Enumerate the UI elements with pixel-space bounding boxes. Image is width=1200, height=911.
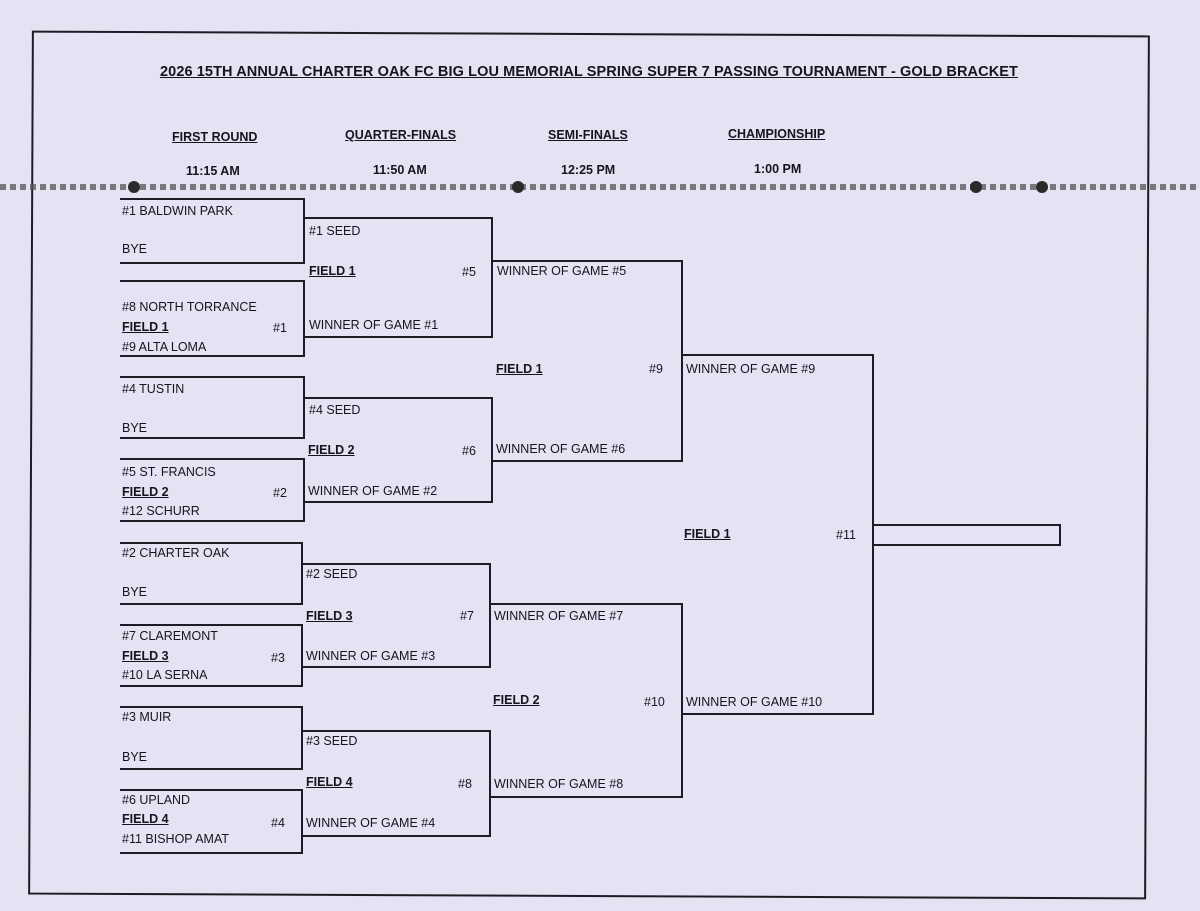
bracket-line xyxy=(120,542,303,605)
field-label: FIELD 3 xyxy=(122,649,169,663)
team-slot: #11 BISHOP AMAT xyxy=(122,832,229,846)
game-number: #6 xyxy=(462,444,476,458)
team-slot: #1 SEED xyxy=(309,224,361,238)
team-slot: WINNER OF GAME #8 xyxy=(494,777,624,791)
punch-hole xyxy=(970,181,982,193)
bracket-line xyxy=(302,730,491,837)
round-time-quarter-finals: 11:50 AM xyxy=(373,163,427,177)
team-slot: #2 SEED xyxy=(306,567,358,581)
field-label: FIELD 3 xyxy=(306,609,353,623)
round-header-quarter-finals: QUARTER-FINALS xyxy=(345,128,457,142)
team-slot: #2 CHARTER OAK xyxy=(122,546,230,560)
round-header-championship: CHAMPIONSHIP xyxy=(728,127,826,141)
perforation-line xyxy=(0,184,1200,190)
round-time-first-round: 11:15 AM xyxy=(186,164,240,178)
round-header-first-round: FIRST ROUND xyxy=(172,130,258,144)
field-label: FIELD 1 xyxy=(309,264,356,278)
team-slot: #10 LA SERNA xyxy=(122,668,208,682)
team-slot: BYE xyxy=(122,421,148,435)
game-number: #10 xyxy=(644,695,665,709)
game-number: #3 xyxy=(271,651,285,665)
game-number: #9 xyxy=(649,362,663,376)
bracket-line xyxy=(120,198,305,264)
round-time-championship: 1:00 PM xyxy=(754,162,802,176)
bracket-line xyxy=(304,397,493,503)
punch-hole xyxy=(512,181,524,193)
team-slot: WINNER OF GAME #7 xyxy=(494,609,624,623)
bracket-line xyxy=(120,280,305,357)
champion-box xyxy=(872,524,1061,546)
team-slot: #9 ALTA LOMA xyxy=(122,340,207,354)
team-slot: #5 ST. FRANCIS xyxy=(122,465,216,479)
bracket-line xyxy=(304,217,493,338)
field-label: FIELD 2 xyxy=(493,693,540,707)
bracket-line xyxy=(120,624,303,687)
team-slot: WINNER OF GAME #1 xyxy=(309,318,439,332)
team-slot: WINNER OF GAME #3 xyxy=(306,649,436,663)
field-label: FIELD 4 xyxy=(122,812,169,826)
team-slot: WINNER OF GAME #10 xyxy=(686,695,823,709)
team-slot: #8 NORTH TORRANCE xyxy=(122,300,257,314)
bracket-line xyxy=(492,260,683,462)
round-header-semi-finals: SEMI-FINALS xyxy=(548,128,628,142)
bracket-line xyxy=(120,376,305,439)
field-label: FIELD 2 xyxy=(308,443,355,457)
team-slot: BYE xyxy=(122,242,148,256)
team-slot: WINNER OF GAME #2 xyxy=(308,484,438,498)
game-number: #8 xyxy=(458,777,472,791)
bracket-line xyxy=(302,563,491,668)
team-slot: BYE xyxy=(122,750,148,764)
team-slot: #3 MUIR xyxy=(122,710,172,724)
bracket-line xyxy=(120,706,303,770)
punch-hole xyxy=(1036,181,1048,193)
field-label: FIELD 2 xyxy=(122,485,169,499)
team-slot: #4 TUSTIN xyxy=(122,382,185,396)
game-number: #11 xyxy=(836,528,856,542)
team-slot: #6 UPLAND xyxy=(122,793,191,807)
field-label: FIELD 1 xyxy=(496,362,543,376)
field-label: FIELD 1 xyxy=(122,320,169,334)
round-time-semi-finals: 12:25 PM xyxy=(561,163,616,177)
team-slot: #12 SCHURR xyxy=(122,504,200,518)
team-slot: #7 CLAREMONT xyxy=(122,629,218,643)
page-title: 2026 15TH ANNUAL CHARTER OAK FC BIG LOU … xyxy=(159,64,1019,80)
game-number: #7 xyxy=(460,609,474,623)
game-number: #1 xyxy=(273,321,287,335)
game-number: #2 xyxy=(273,486,287,500)
team-slot: #1 BALDWIN PARK xyxy=(122,204,233,218)
bracket-line xyxy=(120,789,303,854)
team-slot: BYE xyxy=(122,585,148,599)
team-slot: #3 SEED xyxy=(306,734,358,748)
punch-hole xyxy=(128,181,140,193)
team-slot: WINNER OF GAME #5 xyxy=(497,264,627,278)
bracket-line xyxy=(120,458,305,522)
game-number: #4 xyxy=(271,816,285,830)
field-label: FIELD 4 xyxy=(306,775,353,789)
team-slot: WINNER OF GAME #9 xyxy=(686,362,816,376)
bracket-line xyxy=(490,603,683,798)
team-slot: #4 SEED xyxy=(309,403,361,417)
field-label: FIELD 1 xyxy=(684,527,731,541)
team-slot: WINNER OF GAME #4 xyxy=(306,816,436,830)
team-slot: WINNER OF GAME #6 xyxy=(496,442,626,456)
game-number: #5 xyxy=(462,265,476,279)
